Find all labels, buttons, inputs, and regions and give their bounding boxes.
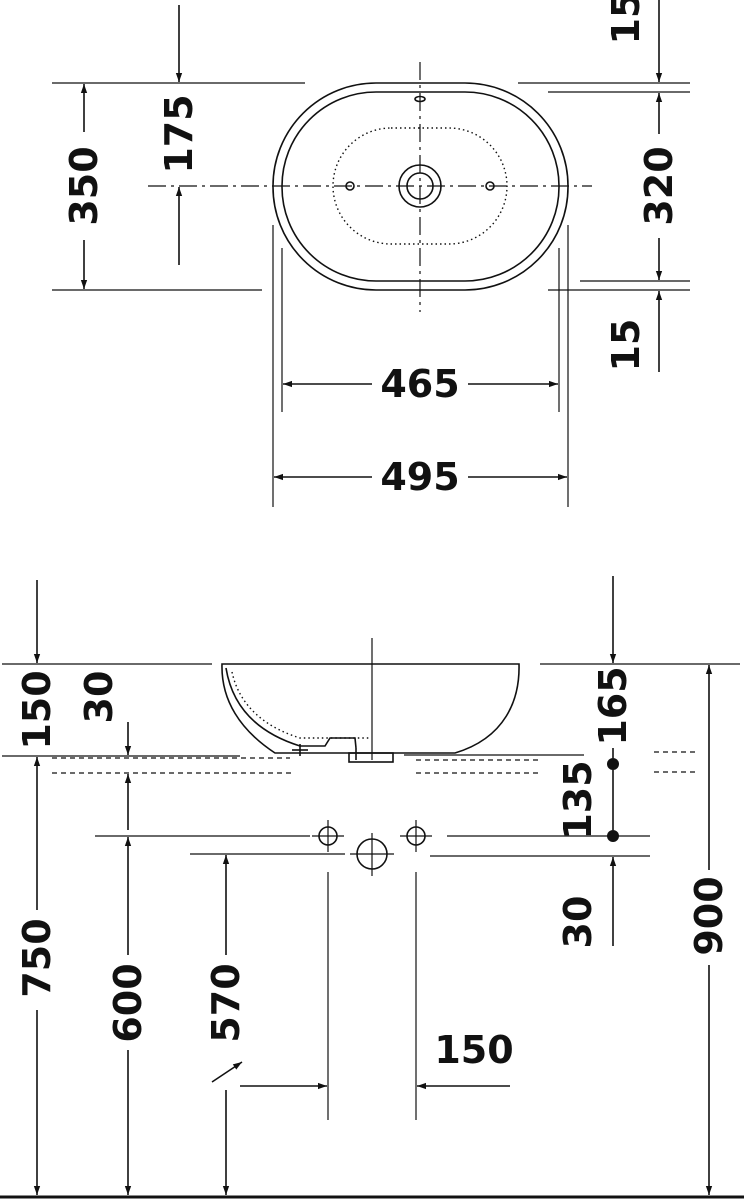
dim-15-bottom-label: 15 (604, 319, 648, 372)
dim-150-label: 150 (15, 670, 59, 749)
dim-15-top-label: 15 (604, 0, 648, 44)
dim-320-label: 320 (637, 146, 681, 225)
dim-600-label: 600 (106, 963, 150, 1042)
drain-waste-body (348, 752, 394, 763)
bowl-profile (221, 663, 520, 754)
dim-465-label: 465 (380, 362, 459, 406)
dim-165-label: 165 (591, 666, 635, 745)
dim-350-label: 350 (62, 146, 106, 225)
bowl-inner-contour (231, 671, 370, 739)
dim-900-label: 900 (687, 876, 731, 955)
dim-570-pointer (211, 1061, 243, 1083)
reference-dot-upper (607, 758, 619, 770)
dim-30-right-label: 30 (556, 896, 600, 949)
dim-570-label: 570 (204, 963, 248, 1042)
dim-150-h-label: 150 (434, 1028, 513, 1072)
top-view: 350 175 15 320 15 465 495 (52, 0, 690, 507)
dim-175-label: 175 (157, 94, 201, 173)
dim-750-label: 750 (15, 918, 59, 997)
side-view: 150 750 30 600 570 150 165 135 30 (0, 576, 744, 1199)
overflow-channel (225, 667, 357, 749)
dim-30-left-label: 30 (77, 671, 121, 724)
dim-495-label: 495 (380, 455, 459, 499)
reference-dot-lower (607, 830, 619, 842)
dim-135-label: 135 (556, 760, 600, 839)
